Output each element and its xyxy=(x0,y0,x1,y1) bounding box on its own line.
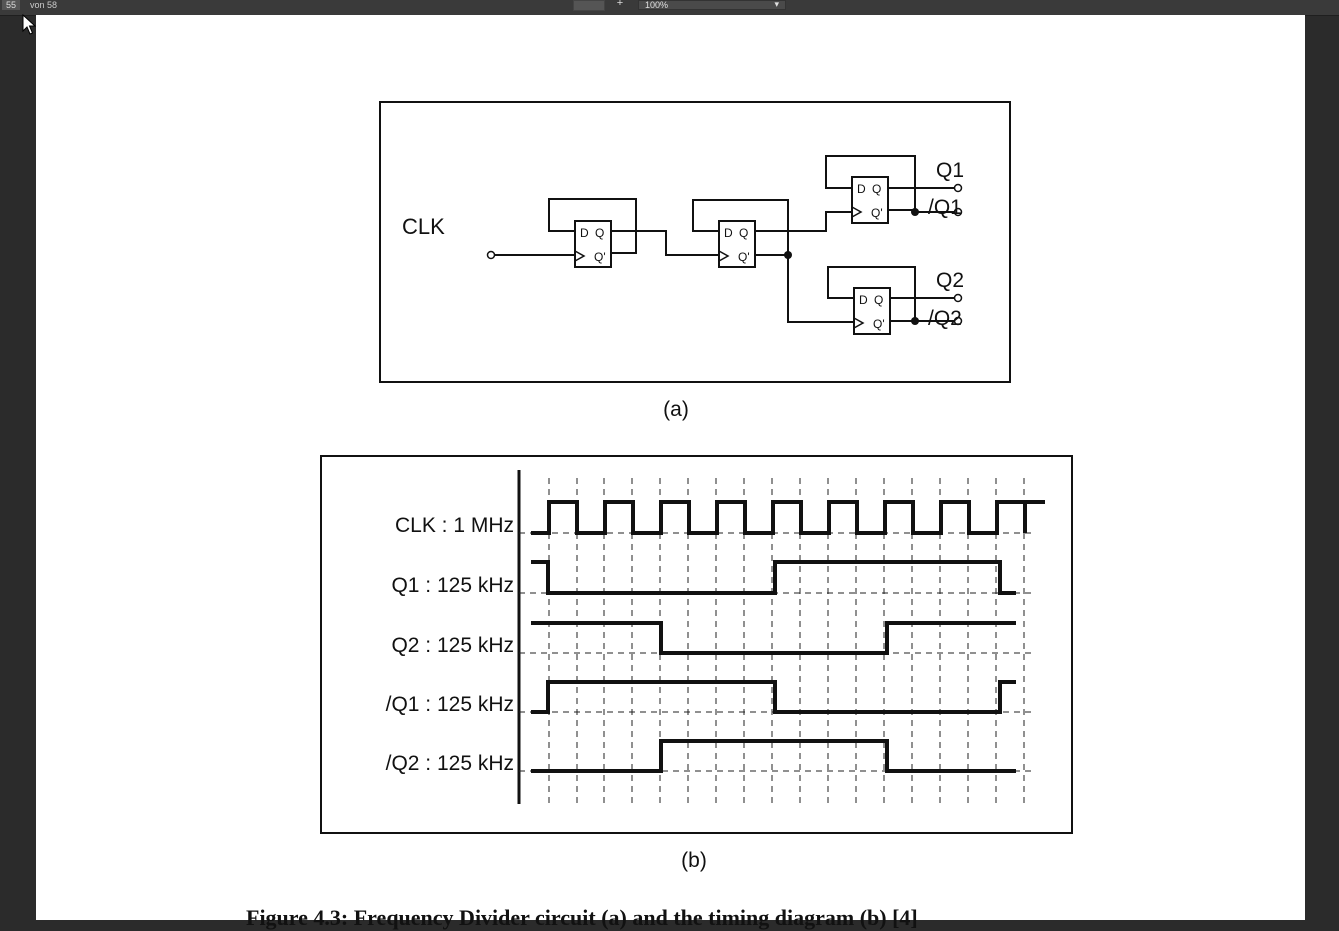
clock-edge-icon xyxy=(853,317,865,329)
nq1-output-label: /Q1 xyxy=(928,196,962,219)
ff-d-label: D xyxy=(859,293,868,307)
ff1-feedback xyxy=(548,198,637,254)
q1-signal-label: Q1 : 125 kHz xyxy=(391,574,514,597)
ff-q-label: Q xyxy=(739,226,748,240)
ff-d-label: D xyxy=(857,182,866,196)
clk-input-terminal xyxy=(486,250,496,260)
figure-title: Figure 4.3: Frequency Divider circuit (a… xyxy=(246,905,918,930)
ff-d-label: D xyxy=(580,226,589,240)
caption-b: (b) xyxy=(681,849,707,872)
nq2-output-label: /Q2 xyxy=(928,307,962,330)
junction-dot xyxy=(911,208,919,216)
nq2-waveform xyxy=(531,739,1016,773)
nq2-terminal xyxy=(953,316,963,326)
ff3-feedback xyxy=(825,155,916,211)
ff-qbar-label: Q' xyxy=(738,250,750,264)
junction-dot xyxy=(784,251,792,259)
mouse-cursor-icon xyxy=(22,14,36,35)
clk-waveform xyxy=(531,500,1045,535)
pdf-toolbar: 55 von 58 + 100% ▾ xyxy=(0,0,1339,16)
ff-qbar-label: Q' xyxy=(871,206,883,220)
ff-qbar-label: Q' xyxy=(873,317,885,331)
clock-edge-icon xyxy=(718,250,730,262)
zoom-value: 100% xyxy=(645,0,669,10)
junction-dot xyxy=(911,317,919,325)
nq2-signal-label: /Q2 : 125 kHz xyxy=(386,752,514,775)
fit-page-button[interactable] xyxy=(573,0,605,11)
nq1-terminal xyxy=(953,207,963,217)
clk-signal-label: CLK : 1 MHz xyxy=(395,514,514,537)
timing-diagram: CLK : 1 MHz Q1 : 125 kHz Q2 : 125 kHz /Q… xyxy=(320,455,1073,834)
zoom-select[interactable]: 100% ▾ xyxy=(638,0,786,10)
q2-signal-label: Q2 : 125 kHz xyxy=(391,634,514,657)
nq1-signal-label: /Q1 : 125 kHz xyxy=(386,693,514,716)
ff-q-label: Q xyxy=(595,226,604,240)
ff2-to-ff4 xyxy=(787,255,854,323)
caption-a: (a) xyxy=(663,398,689,421)
clock-edge-icon xyxy=(574,250,586,262)
clk-label: CLK xyxy=(402,214,445,239)
ff-d-label: D xyxy=(724,226,733,240)
page-number-field[interactable]: 55 xyxy=(2,0,21,10)
ff4-feedback xyxy=(827,266,916,322)
clock-edge-icon xyxy=(851,206,863,218)
q2-terminal xyxy=(953,293,963,303)
zoom-in-button[interactable]: + xyxy=(616,0,624,9)
q1-output-label: Q1 xyxy=(936,159,964,182)
nq1-waveform xyxy=(531,680,1016,714)
chevron-down-icon: ▾ xyxy=(774,0,779,9)
page-total-label: von 58 xyxy=(30,0,58,10)
ff-q-label: Q xyxy=(874,293,883,307)
ff2-feedback xyxy=(692,199,789,256)
ff1-to-ff2 xyxy=(611,230,719,256)
q1-waveform xyxy=(531,560,1016,595)
ff2-to-ff3 xyxy=(755,211,852,232)
ff-qbar-label: Q' xyxy=(594,250,606,264)
q2-output-label: Q2 xyxy=(936,269,964,292)
q1-terminal xyxy=(953,183,963,193)
ff-q-label: Q xyxy=(872,182,881,196)
q2-waveform xyxy=(531,621,1016,655)
